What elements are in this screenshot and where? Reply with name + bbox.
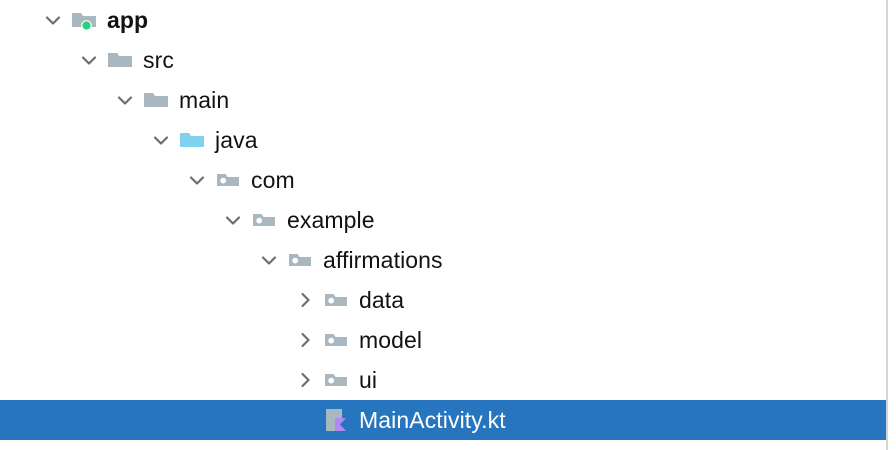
source-root-folder-icon (178, 126, 206, 154)
package-folder-icon (322, 326, 350, 354)
package-folder-icon (322, 286, 350, 314)
tree-node-label: main (179, 87, 230, 113)
chevron-down-icon[interactable] (148, 127, 174, 153)
kotlin-file-icon (322, 406, 350, 434)
tree-row[interactable]: MainActivity.kt (0, 400, 886, 440)
chevron-down-icon[interactable] (112, 87, 138, 113)
tree-row[interactable]: ui (0, 360, 886, 400)
tree-node-label: com (251, 167, 295, 193)
module-folder-icon (70, 6, 98, 34)
tree-row[interactable]: model (0, 320, 886, 360)
tree-row[interactable]: app (0, 0, 886, 40)
folder-icon (106, 46, 134, 74)
package-folder-icon (286, 246, 314, 274)
chevron-down-icon[interactable] (256, 247, 282, 273)
package-folder-icon (250, 206, 278, 234)
tree-row[interactable]: affirmations (0, 240, 886, 280)
chevron-right-icon[interactable] (292, 327, 318, 353)
tree-node-label: data (359, 287, 405, 313)
chevron-down-icon[interactable] (220, 207, 246, 233)
tree-node-label: example (287, 207, 375, 233)
chevron-down-icon[interactable] (40, 7, 66, 33)
tree-node-label: src (143, 47, 174, 73)
chevron-down-icon[interactable] (76, 47, 102, 73)
tree-row[interactable]: data (0, 280, 886, 320)
tree-toggle-spacer (292, 407, 318, 433)
vertical-scrollbar[interactable] (886, 0, 896, 450)
package-folder-icon (214, 166, 242, 194)
tree-node-label: java (215, 127, 258, 153)
package-folder-icon (322, 366, 350, 394)
tree-row[interactable]: main (0, 80, 886, 120)
chevron-right-icon[interactable] (292, 287, 318, 313)
folder-icon (142, 86, 170, 114)
tree-node-label: app (107, 7, 149, 33)
tree-row[interactable]: com (0, 160, 886, 200)
tree-node-label: model (359, 327, 423, 353)
tree-node-label: ui (359, 367, 378, 393)
tree-row[interactable]: java (0, 120, 886, 160)
tree-row[interactable]: src (0, 40, 886, 80)
chevron-right-icon[interactable] (292, 367, 318, 393)
chevron-down-icon[interactable] (184, 167, 210, 193)
tree-node-label: affirmations (323, 247, 443, 273)
tree-node-label: MainActivity.kt (359, 407, 506, 433)
tree-row[interactable]: example (0, 200, 886, 240)
